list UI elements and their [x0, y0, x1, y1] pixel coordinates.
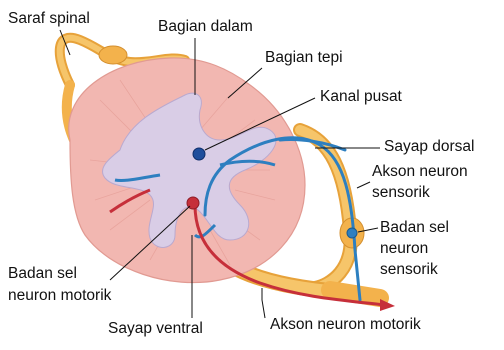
label-badan-sel-motorik-2: neuron motorik	[8, 287, 111, 305]
label-bagian-tepi: Bagian tepi	[265, 49, 343, 67]
label-akson-sensorik-1: Akson neuron	[372, 163, 468, 181]
label-badan-sel-sensorik-1: Badan sel	[380, 219, 449, 237]
central-canal	[193, 148, 205, 160]
label-badan-sel-sensorik-3: sensorik	[380, 261, 438, 279]
mixed-nerve	[330, 290, 380, 298]
upper-ganglion	[99, 46, 127, 64]
label-akson-sensorik-2: sensorik	[372, 184, 430, 202]
label-sayap-ventral: Sayap ventral	[108, 320, 203, 338]
sensory-cell-body	[347, 228, 357, 238]
label-kanal-pusat: Kanal pusat	[320, 88, 402, 106]
label-badan-sel-sensorik-2: neuron	[380, 240, 428, 258]
label-akson-motorik: Akson neuron motorik	[270, 316, 421, 334]
label-badan-sel-motorik-1: Badan sel	[8, 265, 77, 283]
label-sayap-dorsal: Sayap dorsal	[384, 138, 474, 156]
label-saraf-spinal: Saraf spinal	[8, 10, 90, 28]
label-bagian-dalam: Bagian dalam	[158, 18, 253, 36]
